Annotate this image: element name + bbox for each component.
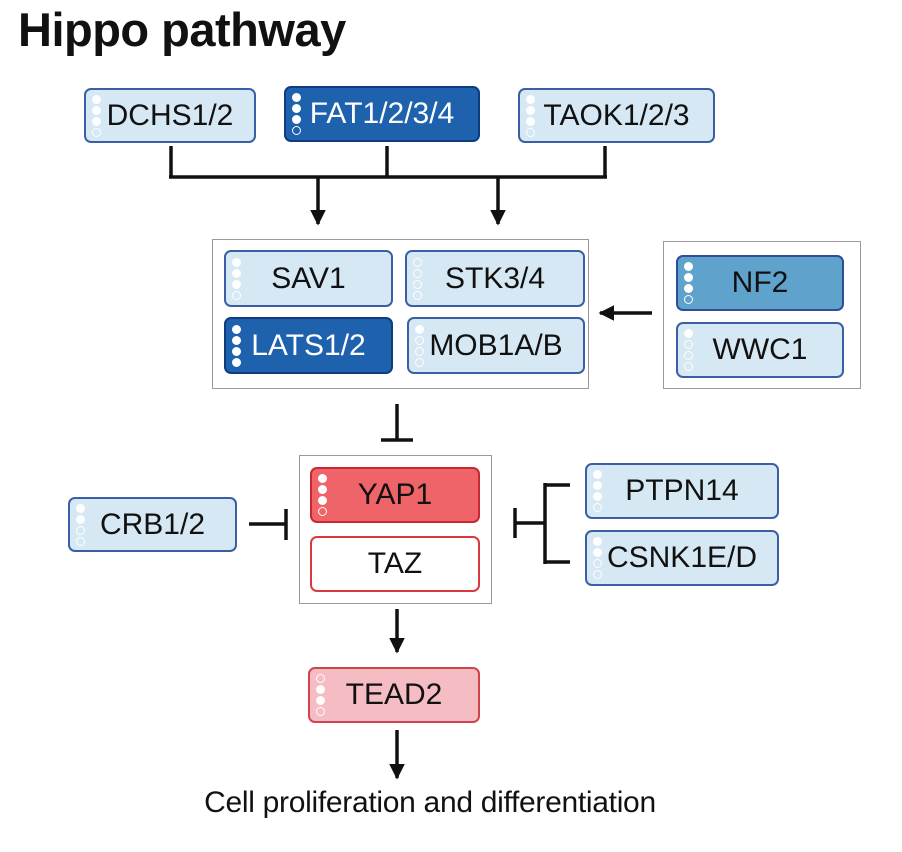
node-lats: LATS1/2 bbox=[224, 317, 393, 374]
dots-icon bbox=[76, 499, 87, 550]
dots-icon bbox=[526, 90, 537, 141]
dots-icon bbox=[413, 252, 424, 305]
node-mob1: MOB1A/B bbox=[407, 317, 585, 374]
node-lats-label: LATS1/2 bbox=[251, 328, 366, 362]
node-taok: TAOK1/2/3 bbox=[518, 88, 715, 143]
node-yap1-label: YAP1 bbox=[357, 478, 433, 511]
node-yap1: YAP1 bbox=[310, 467, 480, 523]
dots-icon bbox=[232, 252, 243, 305]
dots-icon bbox=[318, 469, 329, 521]
node-ptpn14: PTPN14 bbox=[585, 463, 779, 519]
node-csnk: CSNK1E/D bbox=[585, 530, 779, 586]
dots-icon bbox=[415, 319, 426, 372]
node-csnk-label: CSNK1E/D bbox=[606, 541, 758, 574]
dots-icon bbox=[593, 532, 604, 584]
node-tead2: TEAD2 bbox=[308, 667, 480, 723]
node-crb: CRB1/2 bbox=[68, 497, 237, 552]
node-stk-label: STK3/4 bbox=[444, 261, 546, 295]
node-tead2-label: TEAD2 bbox=[345, 678, 443, 711]
dots-icon bbox=[684, 324, 695, 376]
node-nf2-label: NF2 bbox=[731, 266, 789, 299]
dots-icon bbox=[92, 90, 103, 141]
node-mob1-label: MOB1A/B bbox=[429, 328, 563, 362]
node-fat: FAT1/2/3/4 bbox=[284, 86, 480, 142]
node-sav1-label: SAV1 bbox=[271, 261, 346, 295]
node-crb-label: CRB1/2 bbox=[99, 507, 206, 541]
diagram-title: Hippo pathway bbox=[18, 3, 346, 56]
dots-icon bbox=[232, 319, 243, 372]
node-wwc1-label: WWC1 bbox=[712, 333, 808, 366]
outcome-label: Cell proliferation and differentiation bbox=[204, 786, 656, 819]
dots-icon bbox=[684, 257, 695, 309]
node-wwc1: WWC1 bbox=[676, 322, 844, 378]
node-fat-label: FAT1/2/3/4 bbox=[309, 97, 455, 130]
node-taz: TAZ bbox=[310, 536, 480, 592]
node-ptpn14-label: PTPN14 bbox=[625, 474, 739, 507]
dots-icon bbox=[316, 669, 327, 721]
node-stk: STK3/4 bbox=[405, 250, 585, 307]
node-dchs: DCHS1/2 bbox=[84, 88, 256, 143]
dots-icon bbox=[292, 88, 303, 140]
node-nf2: NF2 bbox=[676, 255, 844, 311]
node-taok-label: TAOK1/2/3 bbox=[543, 98, 690, 132]
dots-icon bbox=[593, 465, 604, 517]
node-dchs-label: DCHS1/2 bbox=[106, 98, 234, 132]
node-sav1: SAV1 bbox=[224, 250, 393, 307]
node-taz-label: TAZ bbox=[367, 547, 423, 580]
